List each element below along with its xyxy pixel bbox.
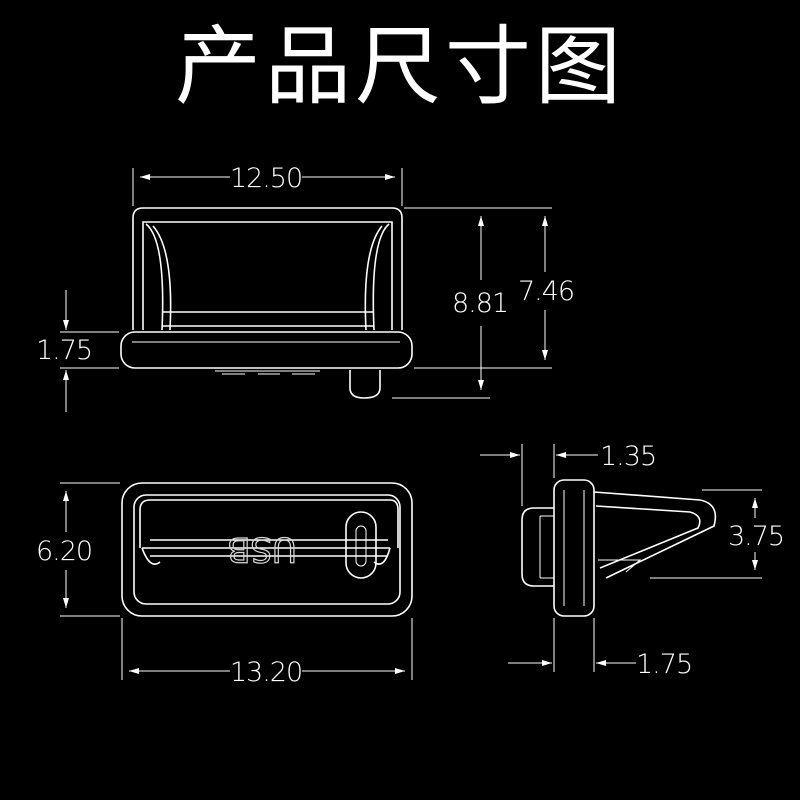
dim-top-depth	[60, 482, 120, 617]
front-inner-bar	[162, 311, 374, 327]
front-inner-opening	[142, 221, 393, 330]
front-body-height-label: 7.46	[518, 276, 574, 307]
side-flange	[553, 479, 595, 617]
dim-side-clip-height	[650, 489, 762, 579]
side-front-nub	[521, 507, 554, 587]
top-outer-outline	[121, 482, 413, 617]
front-right-wall	[364, 223, 390, 331]
front-view	[120, 207, 413, 399]
front-width-label: 12.50	[230, 163, 302, 194]
top-slot-inner	[355, 525, 367, 567]
top-left-curve	[141, 547, 161, 565]
side-offset-label: 1.35	[600, 441, 656, 472]
dim-top-length	[121, 618, 413, 680]
top-opening	[139, 499, 399, 548]
front-clip-nub	[349, 370, 381, 399]
dim-side-offset	[480, 444, 598, 506]
dim-side-base	[508, 618, 636, 672]
side-clip	[593, 491, 717, 579]
side-view	[521, 479, 717, 617]
dim-front-width	[132, 168, 403, 206]
top-slot	[345, 511, 377, 579]
top-length-label: 13.20	[230, 657, 302, 688]
side-clip-inner	[595, 505, 701, 569]
dim-total-height	[392, 207, 552, 399]
side-base-label: 1.75	[636, 649, 692, 680]
side-clip-detail	[598, 559, 642, 573]
front-left-wall	[145, 223, 172, 331]
front-bottom-marks	[215, 370, 320, 375]
dim-body-height	[414, 216, 552, 369]
top-inner-bar	[142, 539, 390, 557]
front-body-outline	[132, 207, 403, 330]
front-total-height-label: 8.81	[452, 288, 508, 319]
side-front-nub-inner	[539, 515, 554, 579]
front-flange-height-label: 1.75	[36, 335, 92, 366]
front-flange	[120, 331, 413, 369]
top-view	[121, 482, 413, 617]
dim-flange-height	[60, 290, 119, 412]
page-title: 产品尺寸图	[175, 17, 625, 117]
side-clip-height-label: 3.75	[728, 521, 784, 552]
side-flange-inner	[563, 490, 585, 606]
top-engraving: USB	[227, 529, 297, 569]
top-depth-label: 6.20	[36, 536, 92, 567]
top-inner-outline	[133, 494, 401, 605]
